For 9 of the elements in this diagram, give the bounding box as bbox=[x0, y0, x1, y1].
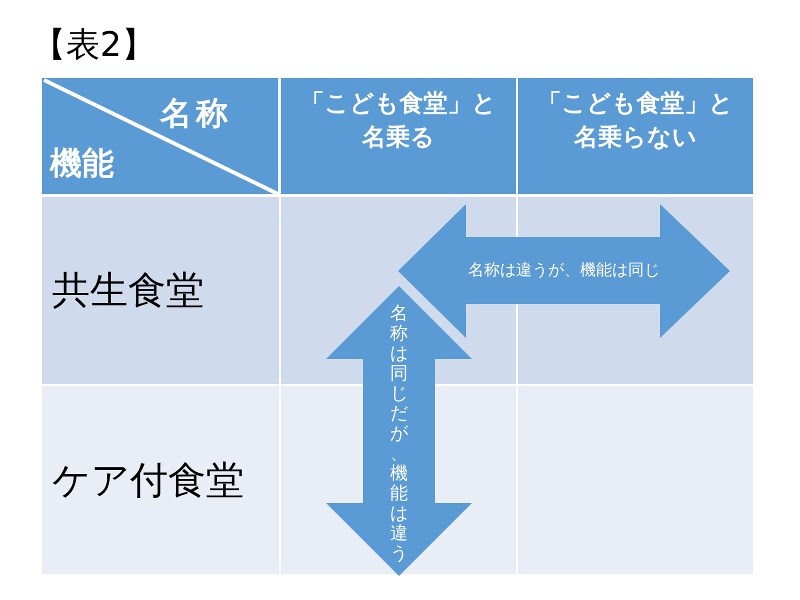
row-header: 共生食堂 bbox=[42, 197, 279, 384]
arrow-label: 名称は違うが、機能は同じ bbox=[467, 260, 661, 280]
header-cell: 「こども食堂」と名乗る bbox=[281, 78, 516, 194]
column-heading: 名称 bbox=[160, 93, 232, 134]
row-header: ケア付食堂 bbox=[42, 386, 279, 574]
arrow-label: 名称は同じだが、機能は違う bbox=[389, 304, 409, 564]
title: 【表2】 bbox=[32, 24, 156, 67]
row-heading: 機能 bbox=[50, 143, 114, 184]
header-cell: 「こども食堂」と名乗らない bbox=[518, 78, 753, 194]
